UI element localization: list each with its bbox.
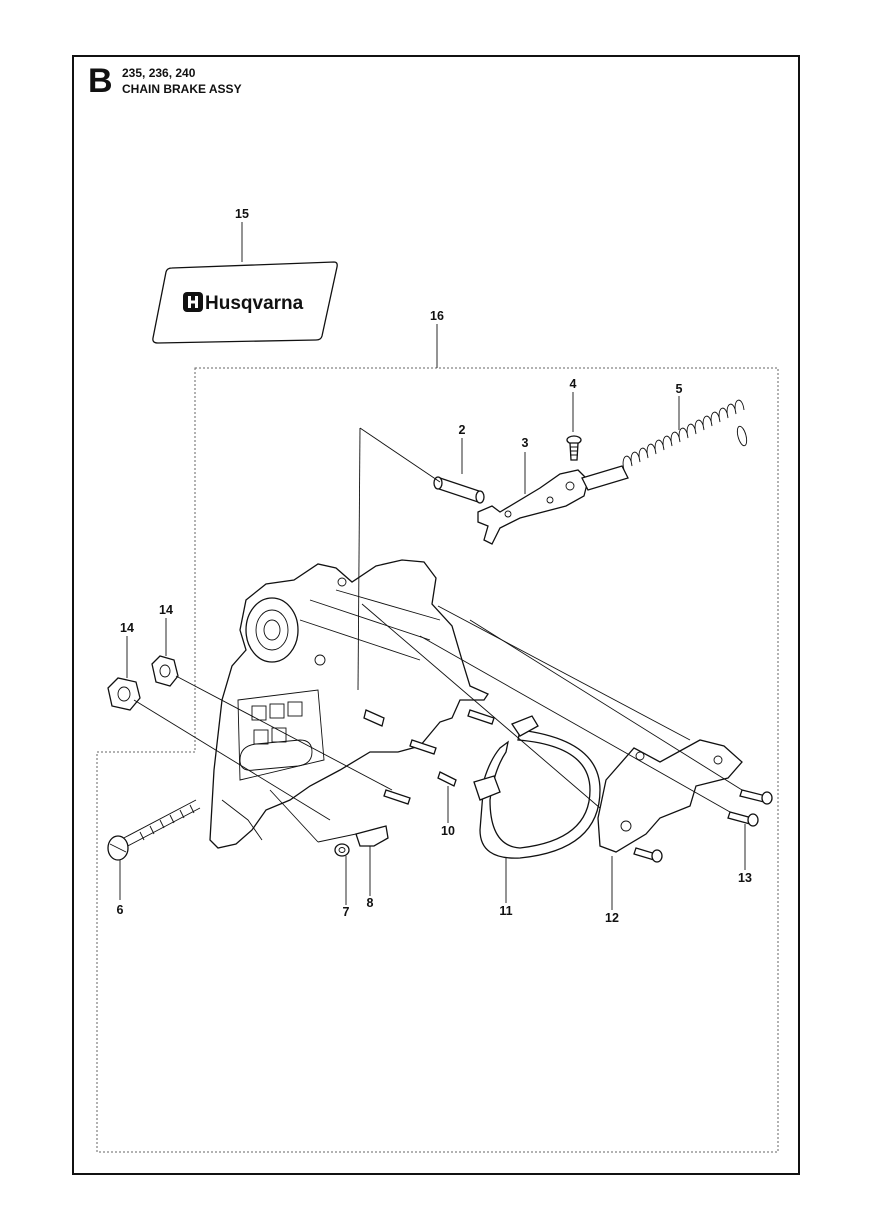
callout-11: 11 xyxy=(499,904,512,918)
callout-5: 5 xyxy=(676,382,683,396)
callout-3: 3 xyxy=(522,436,529,450)
husqvarna-decal: Husqvarna xyxy=(152,261,338,344)
section-letter: B xyxy=(88,62,113,100)
brake-housing xyxy=(209,559,489,849)
callout-2: 2 xyxy=(459,423,466,437)
callout-leaders xyxy=(119,222,746,910)
callout-12: 12 xyxy=(605,911,619,925)
pin-part-2 xyxy=(433,476,485,504)
brake-band-part-11 xyxy=(473,715,601,859)
model-numbers: 235, 236, 240 xyxy=(122,66,196,80)
cover-plate-part-12 xyxy=(597,739,743,853)
assembly-boundary xyxy=(96,367,779,1153)
guide-lines xyxy=(133,427,743,843)
callout-13: 13 xyxy=(738,871,752,885)
brake-lever-part-3 xyxy=(477,465,629,545)
pin-part-10 xyxy=(437,771,457,787)
screws-part-13 xyxy=(633,789,773,863)
callout-7: 7 xyxy=(343,905,350,919)
bolt-part-6 xyxy=(107,799,201,861)
callout-8: 8 xyxy=(367,896,374,910)
spring-part-5 xyxy=(622,399,748,471)
screw-part-4 xyxy=(566,435,582,461)
nut-part-14b xyxy=(151,655,179,687)
callout-4: 4 xyxy=(570,377,577,391)
clip-part-8 xyxy=(355,825,389,847)
callout-labels: 2 3 4 5 6 7 8 10 11 12 13 14 14 15 16 xyxy=(117,207,752,925)
assembly-title: CHAIN BRAKE ASSY xyxy=(122,82,242,96)
callout-10: 10 xyxy=(441,824,455,838)
washer-part-7 xyxy=(334,843,350,857)
callout-14b: 14 xyxy=(159,603,173,617)
callout-6: 6 xyxy=(117,903,124,917)
callout-14a: 14 xyxy=(120,621,134,635)
decal-brand-text: Husqvarna xyxy=(205,293,304,314)
husqvarna-crown-logo-icon xyxy=(183,292,203,312)
small-pins xyxy=(363,709,495,805)
washer-hole xyxy=(338,847,346,853)
diagram-frame xyxy=(72,55,800,1175)
callout-16: 16 xyxy=(430,309,444,323)
callout-15: 15 xyxy=(235,207,249,221)
nut-part-14a xyxy=(107,677,141,711)
